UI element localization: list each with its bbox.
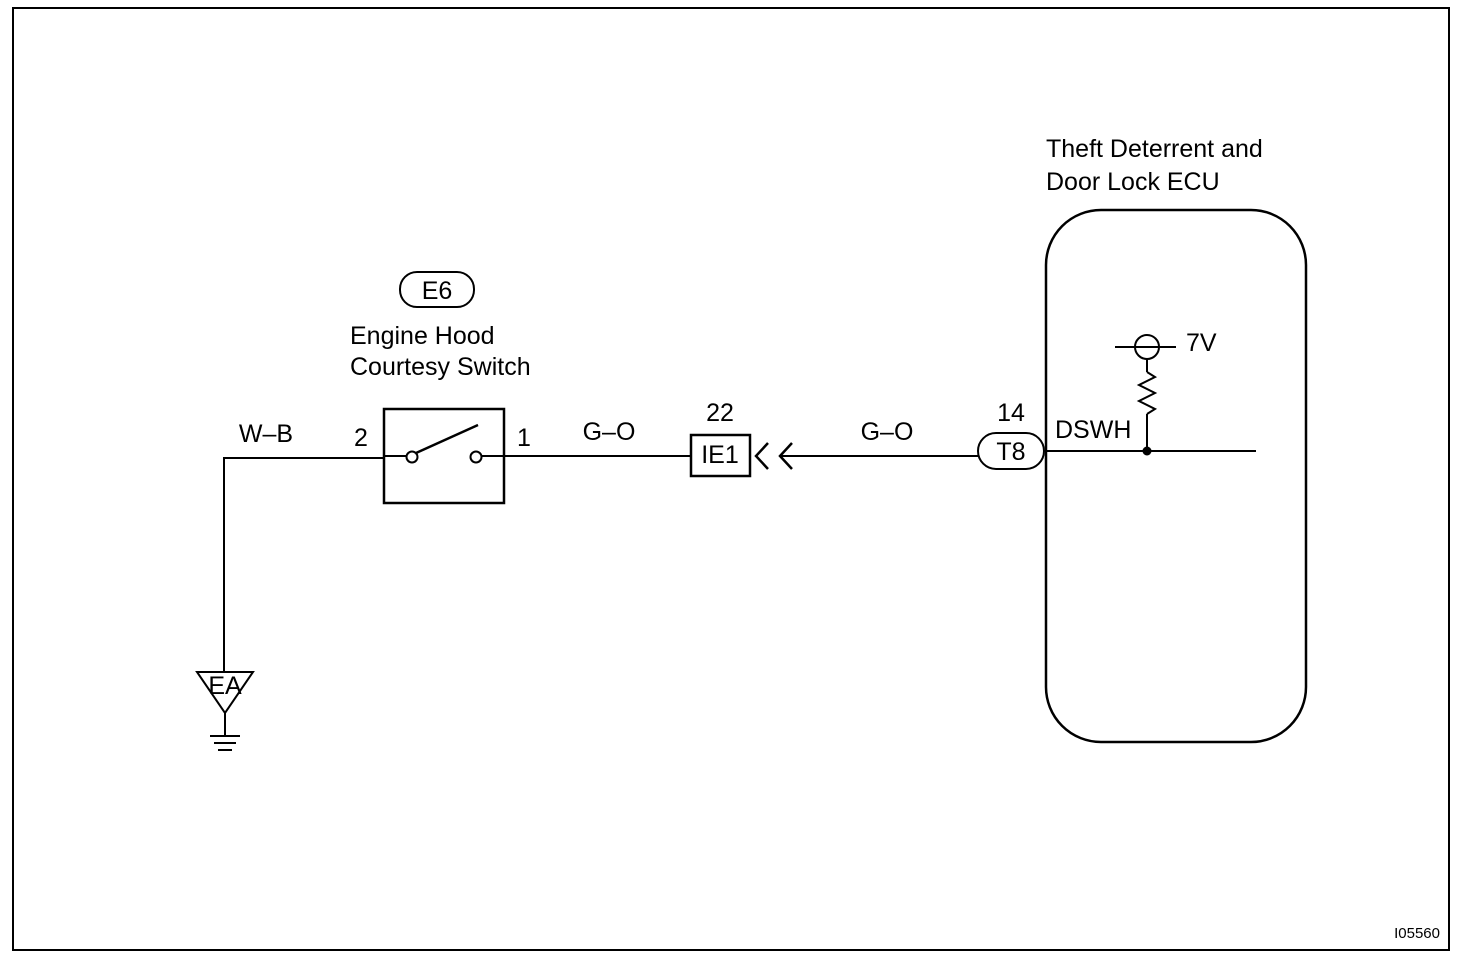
ecu-title-line1: Theft Deterrent and: [1046, 135, 1263, 163]
ecu-box: [1044, 208, 1308, 744]
connector-t8-pin: 14: [997, 399, 1025, 427]
switch-name-line2: Courtesy Switch: [350, 353, 531, 381]
junction-dot: [1142, 446, 1152, 456]
connector-t8-label: T8: [996, 438, 1025, 466]
ground-point-label: EA: [208, 672, 242, 700]
chevron-right-icon: [778, 442, 793, 470]
terminal-name-dswh: DSWH: [1055, 416, 1131, 444]
connector-e6: [399, 271, 475, 308]
switch-pin-right: 1: [517, 424, 531, 452]
ecu-title-line2: Door Lock ECU: [1046, 168, 1220, 196]
connector-ie1-label: IE1: [701, 441, 739, 469]
figure-id: I05560: [1394, 925, 1440, 942]
diagram-frame: [12, 7, 1450, 951]
ground-symbol-icon: [210, 735, 240, 751]
switch-contact-left: [405, 450, 419, 464]
switch-pin-left: 2: [354, 424, 368, 452]
switch-lever-icon: [415, 423, 479, 455]
chevron-left-icon: [754, 442, 769, 470]
wire-label-ground: W–B: [239, 420, 293, 448]
resistor-icon: [1136, 371, 1158, 415]
switch-contact-right: [469, 450, 483, 464]
connector-t8: [977, 432, 1045, 470]
connector-ie1-pin: 22: [706, 399, 734, 427]
ground-point-icon: [195, 671, 255, 715]
voltage-label: 7V: [1186, 329, 1217, 357]
wire-label-switch-to-junction: G–O: [583, 418, 636, 446]
wire-ground: [223, 457, 384, 672]
connector-e6-label: E6: [422, 277, 453, 305]
switch-name-line1: Engine Hood: [350, 322, 495, 350]
wire-label-junction-to-ecu: G–O: [861, 418, 914, 446]
